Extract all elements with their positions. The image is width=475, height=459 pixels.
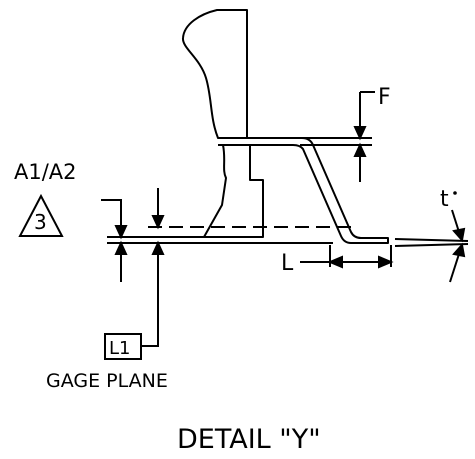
label-l: L: [281, 251, 294, 276]
label-triangle-note: 3: [34, 210, 47, 234]
detail-title: DETAIL "Y": [177, 424, 321, 455]
f-arrow-bottom-head: [353, 142, 367, 157]
l-arrow-right-head: [378, 255, 394, 269]
package-body: [182, 9, 264, 238]
t-arrow-top-head: [452, 227, 466, 243]
l1-leader: [141, 255, 159, 347]
a1a2-leader: [101, 199, 122, 226]
mold-lower-section: [203, 144, 264, 238]
f-arrow-top-head: [353, 126, 367, 141]
lead-outline: [218, 137, 389, 244]
dimension-arrows: [101, 91, 466, 347]
note-triangle: [18, 193, 64, 237]
t-extension-upper: [394, 238, 469, 242]
l-arrow-left-head: [327, 255, 343, 269]
label-f: F: [378, 85, 391, 110]
label-gage-plane: GAGE PLANE: [46, 370, 168, 392]
t-arrow-top-line: [451, 209, 460, 233]
t-extension-lower: [394, 243, 469, 247]
label-a1a2: A1/A2: [14, 160, 77, 184]
label-t: t: [440, 187, 449, 212]
t-prime-dot: [453, 191, 457, 195]
t-arrow-bottom-line: [449, 253, 460, 283]
a1a2-arrow-top-head: [114, 225, 128, 240]
body-break-outline: [182, 9, 248, 139]
body-standoff-arrow-head: [151, 215, 165, 230]
lead: [218, 137, 389, 244]
t-arrow-bottom-head: [452, 242, 466, 258]
l1-arrow-head: [151, 240, 165, 255]
reference-lines: [107, 137, 469, 267]
a1a2-arrow-bottom-head: [114, 240, 128, 255]
label-l1: L1: [109, 338, 130, 359]
l1-box: [104, 333, 142, 360]
